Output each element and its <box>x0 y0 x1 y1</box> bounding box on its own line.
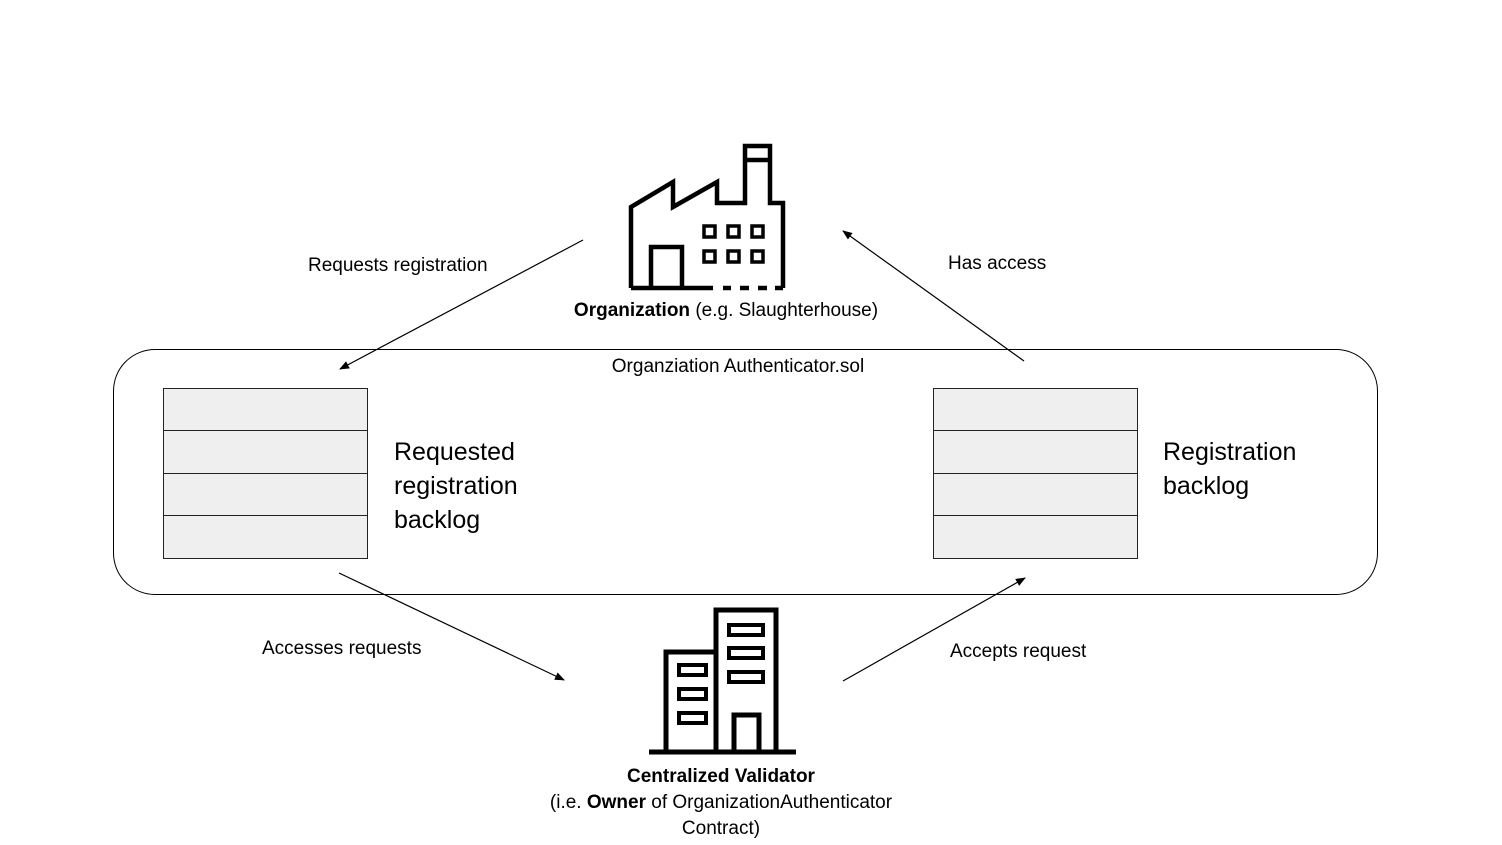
validator-description: (i.e. Owner of OrganizationAuthenticator <box>549 792 893 813</box>
backlog-row <box>164 474 367 516</box>
requested-backlog-label: Requested registration backlog <box>394 435 518 537</box>
requested-backlog-line1: Requested <box>394 438 515 466</box>
backlog-row <box>164 516 367 558</box>
registration-backlog-label: Registration backlog <box>1163 435 1296 503</box>
requested-backlog-table <box>163 388 368 559</box>
registration-backlog-line2: backlog <box>1163 472 1250 500</box>
registration-backlog-line1: Registration <box>1163 438 1297 466</box>
arrow-accesses-requests <box>338 572 565 681</box>
organization-name: Organization <box>573 300 691 321</box>
backlog-row <box>934 474 1137 516</box>
requested-backlog-line3: backlog <box>394 506 481 534</box>
backlog-row <box>934 516 1137 558</box>
validator-title: Centralized Validator <box>627 766 815 787</box>
organization-label: Organization (e.g. Slaughterhouse) <box>520 300 932 322</box>
contract-title: Organziation Authenticator.sol <box>611 356 865 377</box>
arrow-requests-registration <box>339 239 584 370</box>
validator-description-line3: Contract) <box>681 818 761 839</box>
office-buildings-icon <box>649 607 796 755</box>
backlog-row <box>164 431 367 474</box>
edge-label-accepts-request: Accepts request <box>950 641 1087 662</box>
backlog-row <box>934 389 1137 432</box>
edge-label-has-access: Has access <box>948 253 1047 274</box>
organization-example: (e.g. Slaughterhouse) <box>690 300 879 321</box>
backlog-row <box>934 431 1137 474</box>
backlog-row <box>164 389 367 432</box>
owner-keyword: Owner <box>586 792 646 813</box>
contract-container <box>113 349 1378 595</box>
requested-backlog-line2: registration <box>394 472 518 500</box>
arrow-accepts-request <box>842 577 1026 682</box>
factory-icon <box>628 143 786 291</box>
edge-label-accesses-requests: Accesses requests <box>262 638 422 659</box>
validator-label: Centralized Validator (i.e. Owner of Org… <box>470 764 972 842</box>
arrow-has-access <box>842 230 1025 362</box>
registration-backlog-table <box>933 388 1138 559</box>
edge-label-requests-registration: Requests registration <box>308 255 488 276</box>
